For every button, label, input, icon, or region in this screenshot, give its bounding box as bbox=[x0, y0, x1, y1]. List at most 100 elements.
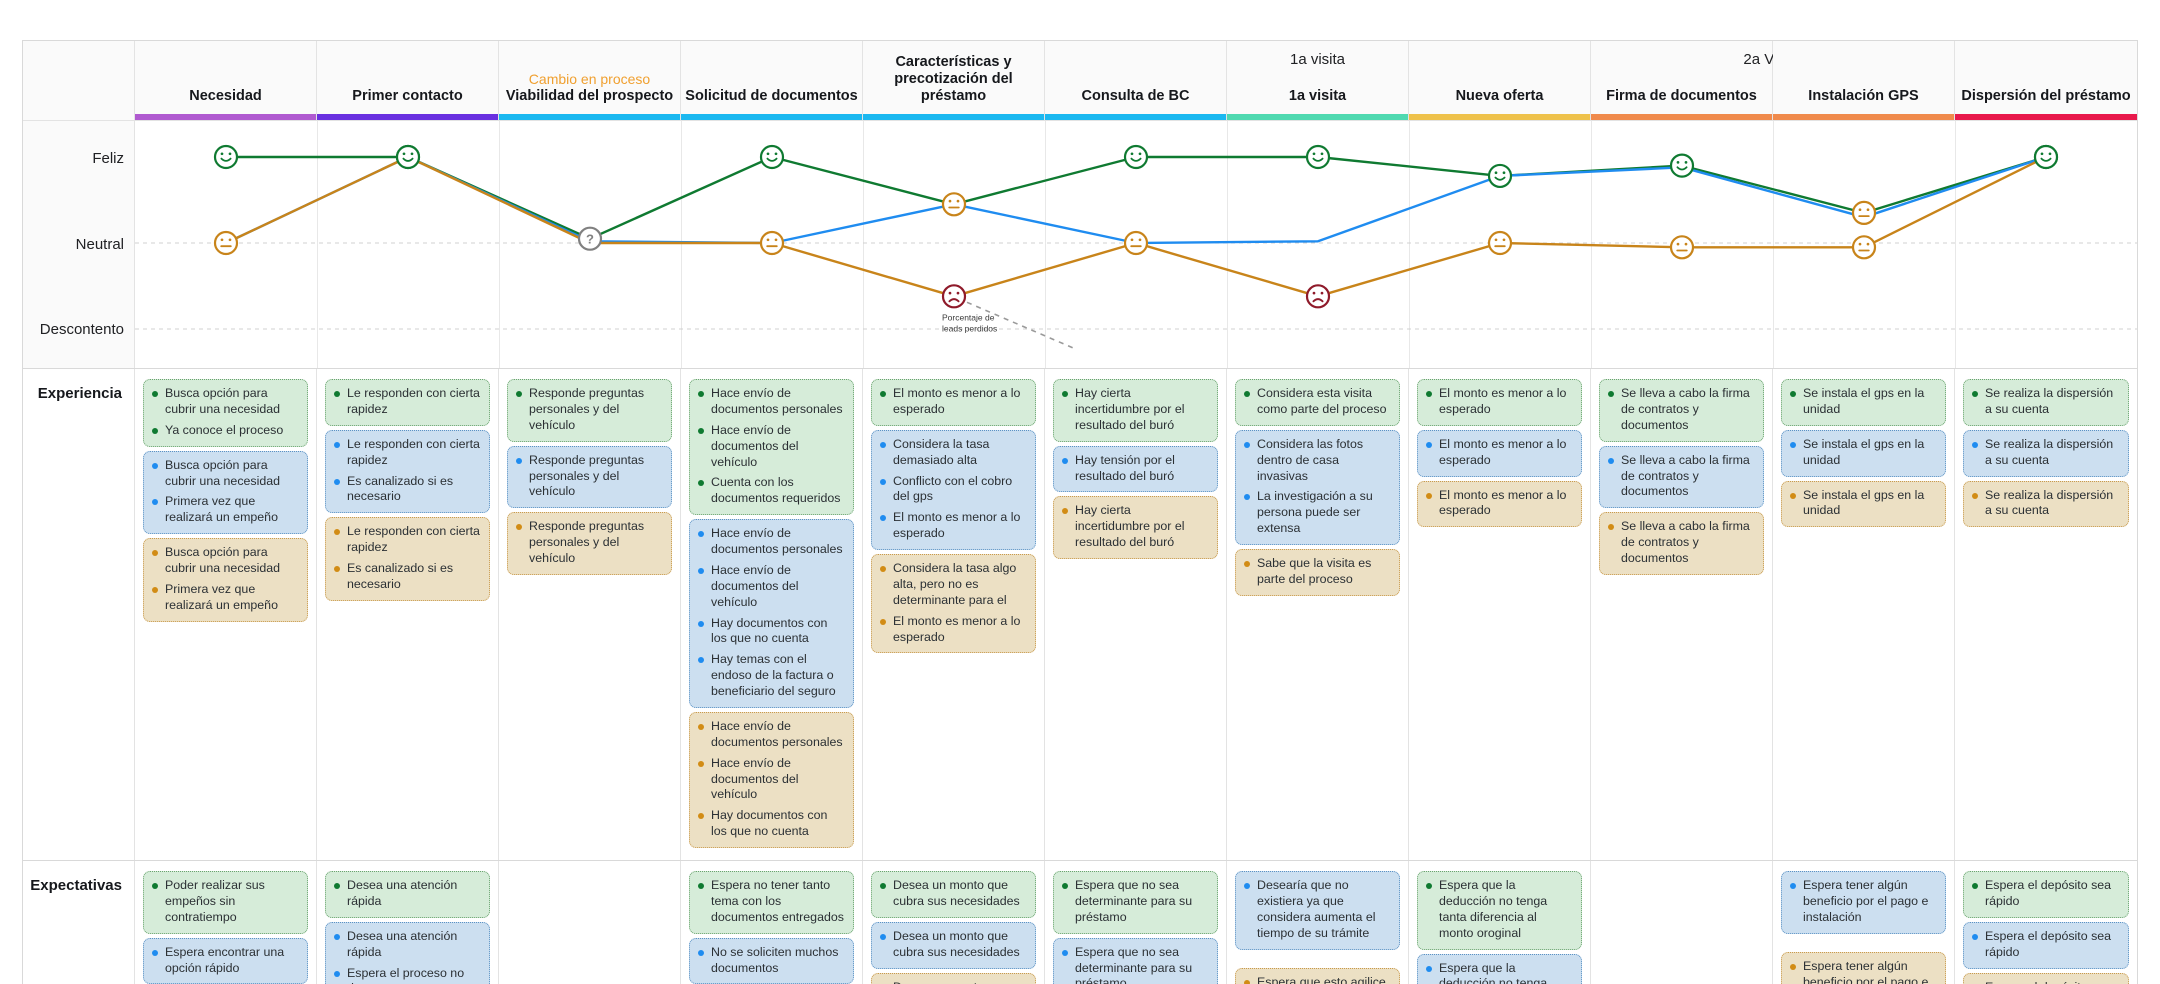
insight-card-blue[interactable]: Se lleva a cabo la firma de contratos y … bbox=[1599, 445, 1764, 509]
insight-card-blue[interactable]: Considera las fotos dentro de casa invas… bbox=[1235, 429, 1400, 545]
stage-header-10[interactable]: Instalación GPS bbox=[1773, 41, 1955, 120]
stage-header-1[interactable]: Necesidad bbox=[135, 41, 317, 120]
cell-expectativas-8[interactable]: Espera que la deducción no tenga tanta d… bbox=[1409, 861, 1591, 984]
insight-card-green[interactable]: Espera el depósito sea rápido bbox=[1963, 871, 2129, 918]
insight-card-tan[interactable]: Espera el depósito sea rápido bbox=[1963, 972, 2129, 984]
cell-expectativas-1[interactable]: Poder realizar sus empeños sin contratie… bbox=[135, 861, 317, 984]
insight-card-tan[interactable]: El monto es menor a lo esperado bbox=[1417, 480, 1582, 528]
insight-card-green[interactable]: Espera que no sea determinante para su p… bbox=[1053, 871, 1218, 934]
emotion-marker-1-8[interactable] bbox=[1487, 163, 1513, 189]
stage-header-2[interactable]: Primer contacto bbox=[317, 41, 499, 120]
insight-card-green[interactable]: Se lleva a cabo la firma de contratos y … bbox=[1599, 379, 1764, 442]
insight-card-green[interactable]: Desea un monto que cubra sus necesidades bbox=[871, 871, 1036, 918]
insight-card-blue[interactable]: El monto es menor a lo esperado bbox=[1417, 429, 1582, 477]
emotion-marker-1-3[interactable]: ? bbox=[577, 226, 603, 251]
emotion-marker-1-1[interactable] bbox=[213, 144, 239, 170]
insight-card-blue[interactable]: No se soliciten muchos documentos bbox=[689, 937, 854, 984]
emotion-marker-1-7[interactable] bbox=[1305, 144, 1331, 170]
insight-card-tan[interactable]: Espera tener algún beneficio por el pago… bbox=[1781, 951, 1946, 984]
emotion-marker-3-11[interactable] bbox=[2033, 144, 2059, 170]
insight-card-tan[interactable]: Sabe que la visita es parte del proceso bbox=[1235, 549, 1400, 596]
stage-header-5[interactable]: Características y precotización del prés… bbox=[863, 41, 1045, 120]
emotion-marker-3-2[interactable] bbox=[395, 144, 421, 170]
insight-card-green[interactable]: Se realiza la dispersión a su cuenta bbox=[1963, 379, 2129, 426]
insight-card-tan[interactable]: Se lleva a cabo la firma de contratos y … bbox=[1599, 512, 1764, 575]
insight-card-blue[interactable]: Responde preguntas personales y del vehí… bbox=[507, 445, 672, 509]
insight-card-blue[interactable]: Espera encontrar una opción rápido bbox=[143, 937, 308, 984]
emotion-marker-3-9[interactable] bbox=[1669, 235, 1695, 260]
cell-experiencia-7[interactable]: Considera esta visita como parte del pro… bbox=[1227, 369, 1409, 860]
insight-card-tan[interactable]: Responde preguntas personales y del vehí… bbox=[507, 512, 672, 575]
insight-card-blue[interactable]: Espera el depósito sea rápido bbox=[1963, 921, 2129, 969]
cell-expectativas-5[interactable]: Desea un monto que cubra sus necesidades… bbox=[863, 861, 1045, 984]
insight-card-blue[interactable]: Se instala el gps en la unidad bbox=[1781, 429, 1946, 477]
insight-card-green[interactable]: El monto es menor a lo esperado bbox=[871, 379, 1036, 426]
insight-card-green[interactable]: Responde preguntas personales y del vehí… bbox=[507, 379, 672, 442]
cell-expectativas-6[interactable]: Espera que no sea determinante para su p… bbox=[1045, 861, 1227, 984]
emotion-marker-3-8[interactable] bbox=[1487, 230, 1513, 256]
stage-header-4[interactable]: Pre evaluaciónSolicitud de documentos bbox=[681, 41, 1002, 120]
cell-expectativas-9[interactable] bbox=[1591, 861, 1773, 984]
insight-card-tan[interactable]: Espera que esto agilice su trámite bbox=[1235, 967, 1400, 984]
emotion-marker-shared-5[interactable] bbox=[941, 192, 967, 217]
emotion-marker-3-4[interactable] bbox=[759, 230, 785, 256]
stage-header-6[interactable]: Consulta de BC bbox=[1045, 41, 1227, 120]
insight-card-blue[interactable]: Desea un monto que cubra sus necesidades bbox=[871, 921, 1036, 969]
insight-card-green[interactable]: Considera esta visita como parte del pro… bbox=[1235, 379, 1400, 426]
insight-card-blue[interactable]: Espera que la deducción no tenga tanta d… bbox=[1417, 953, 1582, 984]
stage-header-11[interactable]: Dispersión del préstamo bbox=[1955, 41, 2137, 120]
stage-header-8[interactable]: Nueva oferta bbox=[1409, 41, 1591, 120]
cell-expectativas-3[interactable] bbox=[499, 861, 681, 984]
insight-card-tan[interactable]: Hay cierta incertidumbre por el resultad… bbox=[1053, 496, 1218, 559]
cell-experiencia-3[interactable]: Responde preguntas personales y del vehí… bbox=[499, 369, 681, 860]
insight-card-tan[interactable]: Se instala el gps en la unidad bbox=[1781, 480, 1946, 528]
insight-card-blue[interactable]: Se realiza la dispersión a su cuenta bbox=[1963, 429, 2129, 477]
cell-expectativas-7[interactable]: Desearía que no existiera ya que conside… bbox=[1227, 861, 1409, 984]
insight-card-tan[interactable]: Se realiza la dispersión a su cuenta bbox=[1963, 480, 2129, 528]
cell-experiencia-9[interactable]: Se lleva a cabo la firma de contratos y … bbox=[1591, 369, 1773, 860]
cell-expectativas-10[interactable]: Espera tener algún beneficio por el pago… bbox=[1773, 861, 1955, 984]
insight-card-blue[interactable]: Espera que no sea determinante para su p… bbox=[1053, 937, 1218, 984]
emotion-marker-1-4[interactable] bbox=[759, 144, 785, 170]
insight-card-blue[interactable]: Hay tensión por el resultado del buró bbox=[1053, 445, 1218, 493]
insight-card-green[interactable]: Desea una atención rápida bbox=[325, 871, 490, 918]
insight-card-tan[interactable]: Considera la tasa algo alta, pero no es … bbox=[871, 554, 1036, 654]
cell-experiencia-6[interactable]: Hay cierta incertidumbre por el resultad… bbox=[1045, 369, 1227, 860]
insight-card-blue[interactable]: Espera tener algún beneficio por el pago… bbox=[1781, 871, 1946, 934]
insight-card-green[interactable]: Espera no tener tanto tema con los docum… bbox=[689, 871, 854, 934]
emotion-marker-3-10[interactable] bbox=[1851, 235, 1877, 260]
emotion-marker-3-7[interactable] bbox=[1305, 284, 1331, 309]
cell-expectativas-4[interactable]: Espera no tener tanto tema con los docum… bbox=[681, 861, 863, 984]
insight-card-green[interactable]: El monto es menor a lo esperado bbox=[1417, 379, 1582, 426]
emotion-marker-3-1[interactable] bbox=[213, 230, 239, 256]
emotion-marker-3-6[interactable] bbox=[1123, 230, 1149, 256]
emotion-marker-3-5[interactable] bbox=[941, 284, 967, 309]
insight-card-blue[interactable]: Desearía que no existiera ya que conside… bbox=[1235, 871, 1400, 950]
insight-card-green[interactable]: Espera que la deducción no tenga tanta d… bbox=[1417, 871, 1582, 950]
emotion-marker-1-9[interactable] bbox=[1669, 153, 1695, 178]
emotion-marker-1-6[interactable] bbox=[1123, 144, 1149, 170]
insight-card-green[interactable]: Hay cierta incertidumbre por el resultad… bbox=[1053, 379, 1218, 442]
insight-card-green[interactable]: Se instala el gps en la unidad bbox=[1781, 379, 1946, 426]
emotion-marker-1-10[interactable] bbox=[1851, 200, 1877, 226]
